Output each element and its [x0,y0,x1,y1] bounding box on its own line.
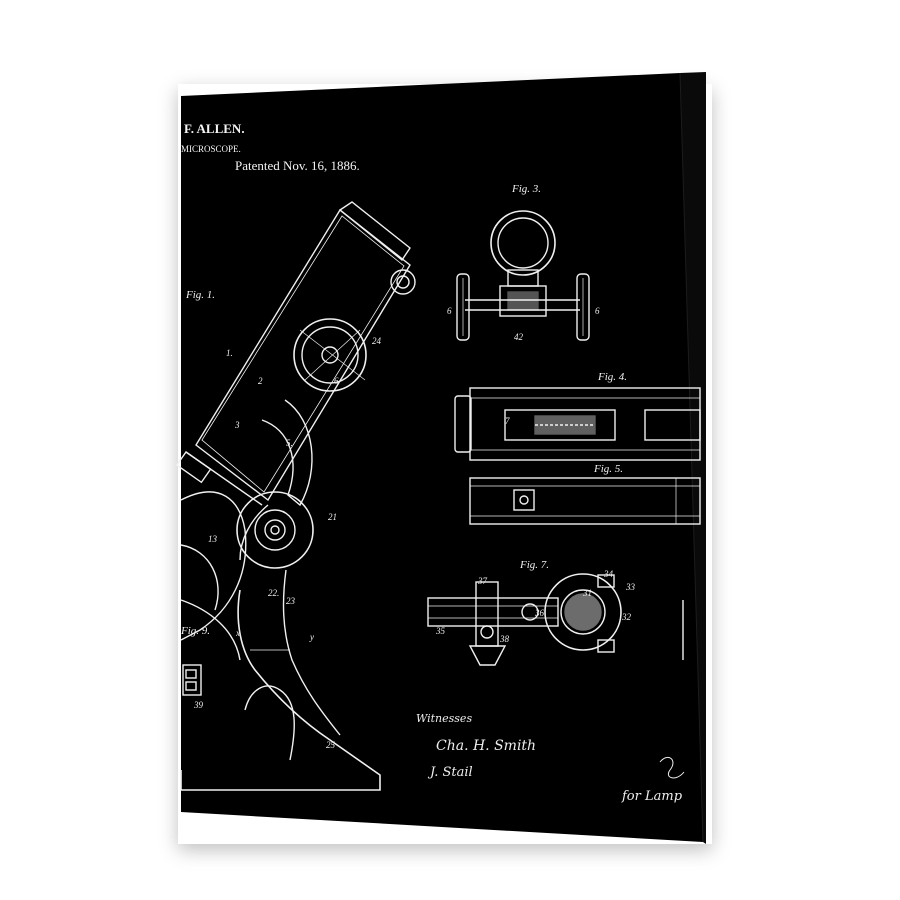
part-label: y [309,632,314,642]
part-label: 3 [234,420,240,430]
fig1-tube [175,201,416,791]
invention-title: MICROSCOPE. [181,144,241,154]
part-label: 1. [226,348,233,358]
part-label: 24 [372,336,382,346]
part-label: 25 [326,740,336,750]
part-label: 37 [477,576,488,586]
part-label: 22. [268,588,279,598]
part-label: 35 [435,626,446,636]
canvas-face [181,73,703,842]
part-label: 2 [258,376,263,386]
part-label: 32 [621,612,632,622]
part-label: 7 [505,416,510,426]
fig3-label: Fig. 3. [511,183,541,195]
fig4-slide-tube [454,387,701,461]
part-label: 6 [595,306,600,316]
part-label: 6 [447,306,452,316]
microscope-drawing [175,201,701,791]
part-label: 31 [582,588,592,598]
fig9-label: Fig. 9. [180,625,210,637]
fig1-label: Fig. 1. [185,289,215,301]
part-label: 6 [334,376,339,386]
part-label: 39 [193,700,204,710]
part-label: 33 [625,582,636,592]
part-label: 13 [208,534,218,544]
part-label: x [235,628,240,638]
part-label: 36 [534,608,545,618]
witness-signature-1: Cha. H. Smith [436,738,536,754]
fig3-clamp [456,210,590,341]
part-label: 34 [603,569,614,579]
canvas-side-edge [680,72,706,844]
part-label: 38 [499,634,510,644]
fig5-label: Fig. 5. [593,463,623,475]
patent-date: Patented Nov. 16, 1886. [235,158,360,173]
witnesses-heading: Witnesses [416,712,472,725]
part-label: 5. [286,438,293,448]
fig7-label: Fig. 7. [519,559,549,571]
part-label: 23 [286,596,296,606]
witness-signature-2: J. Stail [427,765,473,780]
part-label: 42 [514,332,524,342]
fig4-label: Fig. 4. [597,371,627,383]
fig7-mechanism [427,573,622,666]
part-label: 21 [328,512,337,522]
fig5-bar [469,477,701,525]
inventor-name: F. ALLEN. [184,121,245,136]
inventor-signature: for Lamp [621,789,683,804]
